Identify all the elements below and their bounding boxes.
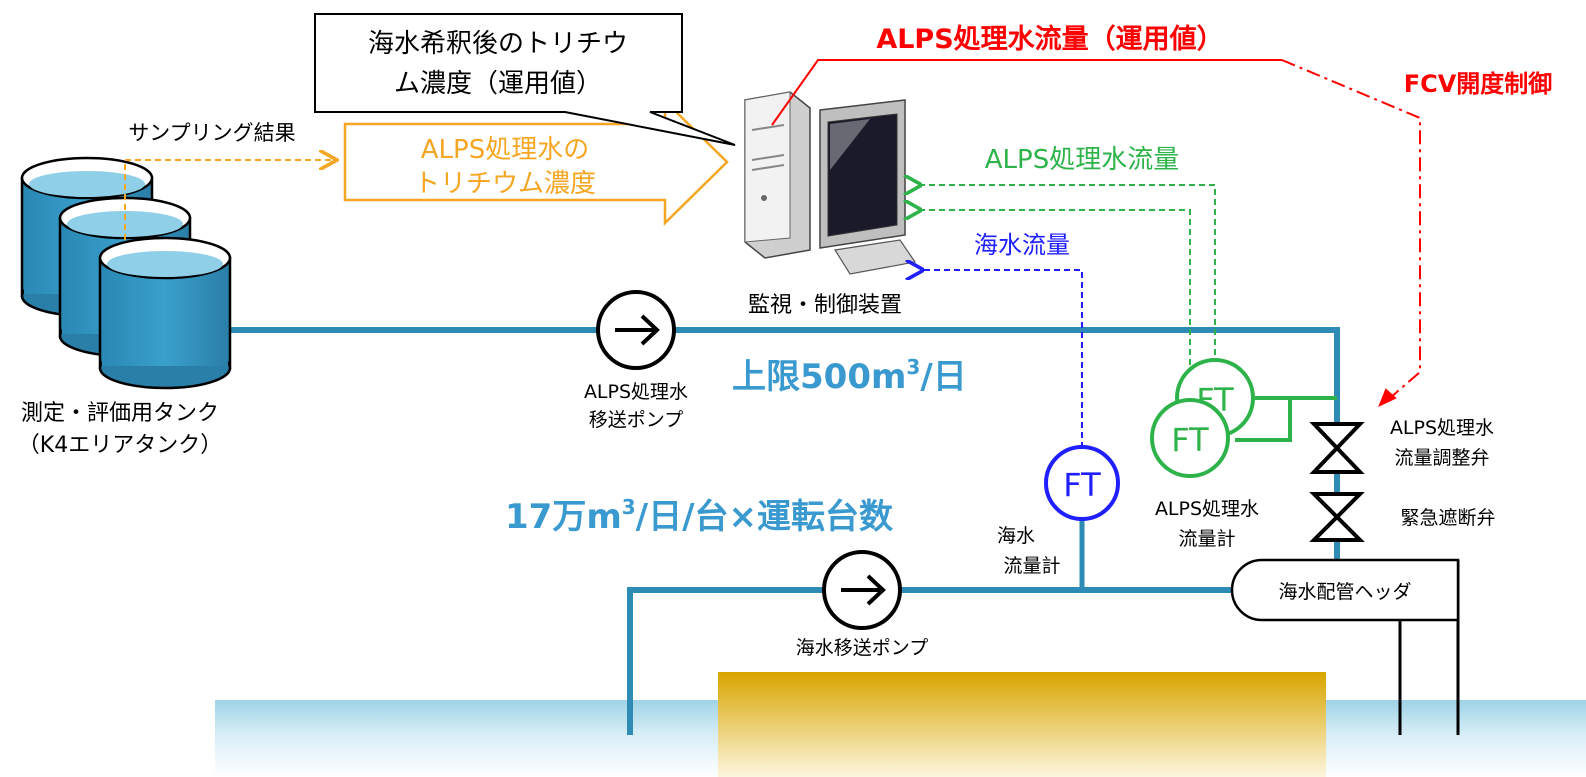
measurement-tanks: [20, 156, 232, 390]
seawater-flow-signal-label: 海水流量: [974, 231, 1070, 259]
tritium-box-line2: トリチウム濃度: [414, 169, 596, 199]
seawater-transfer-pump-icon: [822, 550, 902, 630]
monitoring-computer-icon: [744, 91, 917, 275]
alps-setpoint-label: ALPS処理水流量（運用値）: [876, 23, 1223, 55]
upper-limit-label: 上限500m3/日: [732, 355, 967, 397]
tank-front: [98, 236, 232, 390]
seawater-capacity-prefix: 17万m: [505, 497, 622, 537]
fcv-control-label: FCV開度制御: [1404, 70, 1553, 98]
seawater-meter-label-line1: 海水: [997, 525, 1035, 547]
emergency-shutoff-valve-icon: [1309, 492, 1365, 542]
callout-line1: 海水希釈後のトリチウ: [368, 29, 628, 59]
upper-limit-prefix: 上限500m: [732, 357, 906, 397]
alps-pump-label-line2: 移送ポンプ: [589, 409, 683, 431]
header-label: 海水配管ヘッダ: [1278, 581, 1411, 603]
callout-box: [314, 13, 736, 146]
alps-meter-label-line2: 流量計: [1178, 528, 1235, 550]
alps-flow-signal-line-2: [920, 185, 1216, 355]
alps-flow-signal-line-1: [920, 210, 1191, 365]
fcv-control-arrowhead: [1378, 388, 1397, 407]
alps-setpoint-line: [771, 59, 1282, 126]
alps-flow-signal-label: ALPS処理水流量: [985, 145, 1179, 175]
seawater-capacity-label: 17万m3/日/台×運転台数: [505, 495, 893, 537]
sampling-dashed-line: [124, 160, 335, 240]
tank-label-line2: （K4エリアタンク）: [18, 433, 222, 458]
seawater-ft-text: FT: [1063, 466, 1101, 504]
tank-label-line1: 測定・評価用タンク: [21, 401, 219, 426]
sampling-result-label: サンプリング結果: [128, 121, 295, 145]
fcv-control-line: [1281, 59, 1421, 399]
alps-flow-control-valve-icon: [1309, 422, 1365, 474]
seabed-block: [718, 672, 1326, 777]
alps-meter-label-line1: ALPS処理水: [1155, 498, 1259, 520]
upper-limit-suffix: /日: [920, 357, 966, 397]
monitor-label: 監視・制御装置: [748, 293, 902, 318]
seawater-header: [1230, 558, 1460, 622]
seawater-flow-meter: FT: [1044, 445, 1120, 521]
seawater-pump-label: 海水移送ポンプ: [796, 637, 928, 659]
upper-limit-sup: 3: [906, 355, 920, 379]
alps-ft-front-text: FT: [1171, 421, 1209, 459]
alps-valve-label-line1: ALPS処理水: [1390, 417, 1494, 439]
alps-meter-connections: [1235, 396, 1337, 442]
seawater-capacity-suffix: /日/台×運転台数: [636, 497, 893, 537]
emergency-valve-label: 緊急遮断弁: [1400, 507, 1495, 529]
alps-flow-meter-front: FT: [1150, 398, 1230, 478]
seawater-capacity-sup: 3: [622, 495, 636, 519]
alps-transfer-pump-icon: [596, 290, 676, 370]
seawater-meter-label-line2: 流量計: [1003, 555, 1060, 577]
seawater-pipe: [627, 587, 1232, 735]
alps-valve-label-line2: 流量調整弁: [1394, 447, 1489, 469]
alps-pump-label-line1: ALPS処理水: [584, 381, 688, 403]
tritium-box-line1: ALPS処理水の: [421, 135, 589, 165]
callout-line2: ム濃度（運用値）: [394, 69, 602, 99]
seawater-flow-signal-line: [922, 270, 1083, 448]
